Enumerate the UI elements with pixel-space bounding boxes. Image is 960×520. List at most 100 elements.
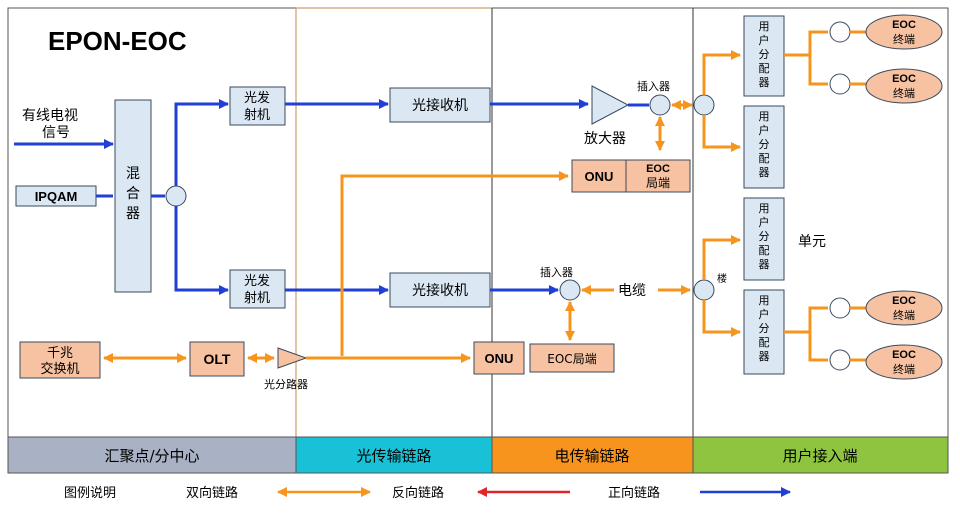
gigabit-switch-box[interactable] <box>19 341 101 379</box>
optical-transmitter-2-line1: 光发 <box>244 273 270 289</box>
optical-splitter-triangle[interactable] <box>277 347 308 369</box>
user-splitter-1[interactable] <box>743 15 785 97</box>
amplifier-label: 放大器 <box>584 131 626 147</box>
forward-link-tx2 <box>174 206 229 295</box>
onu-1-label: ONU <box>585 169 614 184</box>
optical-transmitter-1-line1: 光发 <box>244 90 270 106</box>
onu-2-label: ONU <box>485 351 514 366</box>
gigabit-switch-line2: 交换机 <box>40 361 79 377</box>
eoc-terminal-4-line2: 终端 <box>893 362 915 376</box>
onu-2-box[interactable] <box>473 341 525 375</box>
user-splitter-1-char-3: 分 <box>759 48 770 61</box>
catv-signal-label-2: 信号 <box>42 125 70 141</box>
optical-transmitter-2[interactable] <box>229 269 286 309</box>
legend-title: 图例说明 <box>64 486 116 501</box>
mixer-char-1: 混 <box>126 166 140 182</box>
building-label: 楼 <box>717 272 727 285</box>
link-terminal-3 <box>784 306 828 334</box>
legend-bidirectional-label: 双向链路 <box>186 485 238 501</box>
eoc-terminal-2[interactable] <box>865 68 943 104</box>
eoc-terminal-3-line1: EOC <box>892 295 916 307</box>
zone-optical-link <box>295 436 493 474</box>
optical-transmitter-2-line2: 射机 <box>244 290 270 306</box>
eoc-head-1-line2: 局端 <box>646 176 670 190</box>
link-terminal-4 <box>808 332 828 362</box>
outlet-3-circle <box>829 297 851 319</box>
eoc-terminal-4-line1: EOC <box>892 349 916 361</box>
gigabit-switch-line1: 千兆 <box>47 346 73 361</box>
user-splitter-4[interactable] <box>743 289 785 375</box>
optical-splitter-label: 光分路器 <box>264 377 308 391</box>
user-splitter-2-char-5: 器 <box>759 166 770 179</box>
user-splitter-3-char-1: 用 <box>759 202 770 215</box>
olt-label: OLT <box>204 351 231 367</box>
eoc-terminal-1-line1: EOC <box>892 19 916 31</box>
link-user-splitter-3 <box>702 235 741 280</box>
optical-receiver-2[interactable] <box>389 272 491 308</box>
optical-transmitter-1[interactable] <box>229 86 286 126</box>
zone-user-access <box>692 436 949 474</box>
user-splitter-4-char-4: 配 <box>759 336 770 349</box>
ipqam-label: IPQAM <box>35 189 78 204</box>
user-splitter-4-char-1: 用 <box>759 294 770 307</box>
inserter-1-circle[interactable] <box>649 94 671 116</box>
eoc-head-2-box[interactable] <box>529 343 615 373</box>
eoc-head-2-label: EOC局端 <box>547 352 596 366</box>
outlet-2-circle <box>829 73 851 95</box>
user-splitter-4-char-5: 器 <box>759 350 770 363</box>
outlet-1-circle <box>829 21 851 43</box>
zone-user-access-label: 用户接入端 <box>782 447 857 465</box>
link-user-splitter-2 <box>702 115 741 152</box>
link-user-splitter-4 <box>702 300 741 337</box>
amplifier-triangle[interactable] <box>591 85 630 125</box>
catv-signal-label-1: 有线电视 <box>22 108 78 124</box>
eoc-terminal-3[interactable] <box>865 290 943 326</box>
zone-aggregation <box>7 436 297 474</box>
user-splitter-3[interactable] <box>743 197 785 281</box>
user-splitter-3-char-5: 器 <box>759 258 770 271</box>
user-splitter-1-char-1: 用 <box>759 20 770 33</box>
diagram-frame <box>7 7 949 474</box>
link-terminal-2 <box>808 55 828 86</box>
zone-optical-link-label: 光传输链路 <box>356 447 431 465</box>
user-splitter-2-char-3: 分 <box>759 138 770 151</box>
eoc-head-1-line1: EOC <box>646 163 670 175</box>
inserter-1-label: 插入器 <box>637 79 670 93</box>
user-splitter-1-char-2: 户 <box>759 33 770 47</box>
mixer-char-3: 器 <box>126 206 140 222</box>
optical-receiver-2-label: 光接收机 <box>412 282 468 299</box>
user-splitter-3-char-3: 分 <box>759 230 770 243</box>
user-splitter-3-char-2: 户 <box>759 215 770 229</box>
eoc-terminal-2-line2: 终端 <box>893 86 915 100</box>
user-splitter-3-char-4: 配 <box>759 244 770 257</box>
user-splitter-2[interactable] <box>743 105 785 189</box>
outlet-4-circle <box>829 349 851 371</box>
inserter-2-label: 插入器 <box>540 265 573 279</box>
mixer-splitter-circle <box>165 185 187 207</box>
legend-reverse-label: 反向链路 <box>392 485 444 501</box>
inserter-2-circle[interactable] <box>559 279 581 301</box>
eoc-head-1-box[interactable] <box>625 159 691 193</box>
eoc-terminal-4[interactable] <box>865 344 943 380</box>
user-splitter-1-char-5: 器 <box>759 76 770 89</box>
eoc-terminal-1[interactable] <box>865 14 943 50</box>
mixer-box[interactable] <box>114 99 152 293</box>
unit-label: 单元 <box>798 234 826 250</box>
optical-transmitter-1-line2: 射机 <box>244 107 270 123</box>
forward-link-tx1 <box>174 99 229 186</box>
eoc-terminal-3-line2: 终端 <box>893 308 915 322</box>
diagram-title: EPON-EOC <box>48 26 187 56</box>
eoc-terminal-1-line2: 终端 <box>893 32 915 46</box>
user-splitter-4-char-3: 分 <box>759 322 770 335</box>
user-splitter-4-char-2: 户 <box>759 307 770 321</box>
eoc-terminal-2-line1: EOC <box>892 73 916 85</box>
zone-electrical-link <box>491 436 694 474</box>
zone-aggregation-label: 汇聚点/分中心 <box>104 447 199 465</box>
optical-receiver-1-label: 光接收机 <box>412 97 468 114</box>
cable-label: 电缆 <box>618 283 646 299</box>
olt-onu-1-link <box>340 171 569 356</box>
olt-box[interactable] <box>189 341 245 377</box>
junction-2-circle <box>693 279 715 301</box>
link-terminal-1 <box>784 30 828 57</box>
